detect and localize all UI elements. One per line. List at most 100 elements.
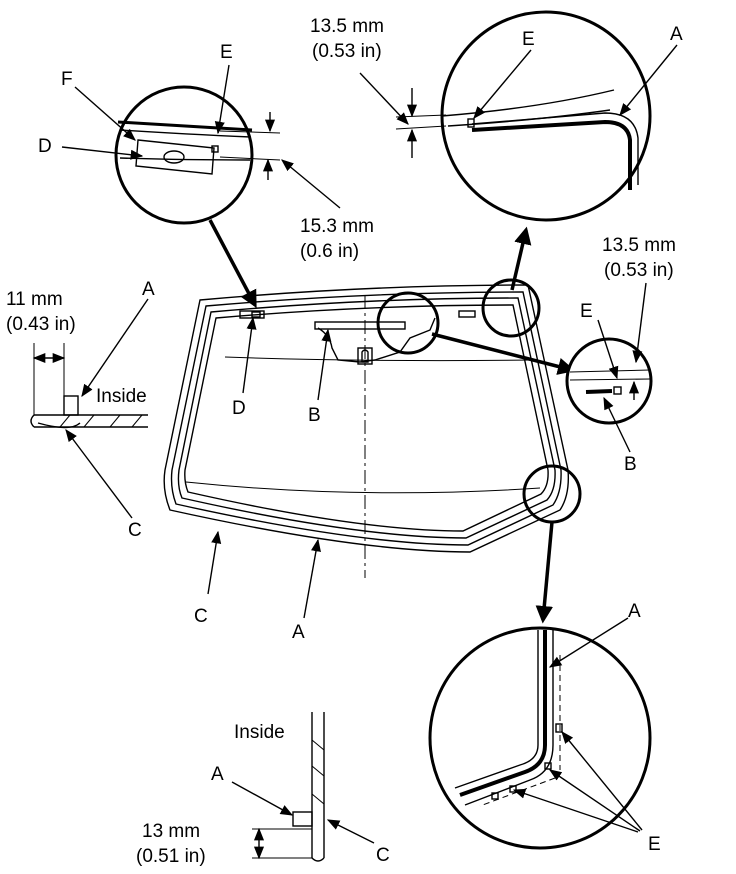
detail-lr-clip-4 bbox=[491, 792, 499, 800]
hatch-2 bbox=[83, 414, 95, 428]
dim-13-5-leader bbox=[359, 72, 409, 125]
leader-c-bottom-section bbox=[326, 819, 375, 844]
dim-13-5-right-in: (0.53 in) bbox=[604, 260, 674, 281]
connector-top-left bbox=[208, 219, 257, 309]
label-d-top-left: D bbox=[38, 136, 52, 157]
label-e-top-left: E bbox=[220, 42, 233, 63]
label-c-left-section: C bbox=[128, 520, 142, 541]
label-f: F bbox=[61, 69, 73, 90]
leader-a-left-section bbox=[81, 298, 149, 398]
callout-top-right-corner bbox=[481, 278, 541, 338]
detail-mr-spacer bbox=[585, 389, 613, 394]
detail-tr-molding-outer bbox=[471, 112, 639, 185]
leader-f bbox=[74, 86, 136, 141]
detail-lr-molding bbox=[459, 630, 547, 797]
label-b-middle-right: B bbox=[624, 454, 637, 475]
windshield-glass-edge bbox=[184, 304, 549, 532]
detail-lr-glass bbox=[454, 630, 539, 789]
leader-e-top-left bbox=[214, 64, 230, 135]
label-a-lower-right: A bbox=[628, 601, 641, 622]
label-c-windshield: C bbox=[194, 606, 208, 627]
leader-b-windshield bbox=[317, 328, 332, 401]
upper-spacer-b bbox=[314, 321, 406, 330]
mirror-mount-outline bbox=[317, 317, 436, 363]
connector-lower-right bbox=[535, 521, 554, 624]
detail-tl-edge-1 bbox=[117, 120, 253, 132]
hatch-b2 bbox=[311, 765, 325, 777]
detail-circle-middle-right-frame bbox=[565, 337, 653, 425]
label-a-top-right: A bbox=[670, 24, 683, 45]
dim-13-5-ext-1 bbox=[395, 114, 447, 118]
section-left-adhesive-c bbox=[37, 422, 81, 429]
hatch-b3 bbox=[311, 793, 325, 805]
leader-e-lower-right-2 bbox=[548, 769, 641, 832]
label-d-windshield: D bbox=[232, 398, 246, 419]
detail-circle-middle-right bbox=[565, 337, 653, 425]
detail-mr-clip bbox=[613, 386, 622, 395]
label-e-lower-right: E bbox=[648, 834, 661, 855]
label-b-windshield: B bbox=[308, 405, 321, 426]
dim-13-mm: 13 mm bbox=[142, 821, 200, 842]
label-a-windshield: A bbox=[292, 622, 305, 643]
leader-e-lower-right-1 bbox=[561, 731, 643, 831]
dim-13-in: (0.51 in) bbox=[136, 846, 206, 867]
leader-a-windshield bbox=[303, 538, 321, 619]
detail-circle-top-right-frame bbox=[440, 10, 652, 222]
leader-e-middle-right bbox=[597, 319, 619, 380]
detail-tr-glass-top bbox=[441, 89, 615, 117]
label-inside-left: Inside bbox=[96, 386, 147, 407]
label-inside-bottom: Inside bbox=[234, 722, 285, 743]
section-left bbox=[30, 343, 148, 429]
detail-lr-molding-outer bbox=[464, 630, 554, 806]
windshield-molding-inner bbox=[177, 297, 556, 539]
leader-a-bottom-section bbox=[231, 781, 294, 816]
section-left-molding-a bbox=[63, 395, 79, 416]
dim-13-5-right-mm: 13.5 mm bbox=[602, 235, 676, 256]
hatch-4 bbox=[131, 414, 143, 428]
leader-c-left-section bbox=[65, 428, 133, 519]
leader-a-top-right bbox=[619, 44, 678, 116]
dim-15-3-in: (0.6 in) bbox=[300, 241, 359, 262]
shade-band-line bbox=[224, 356, 535, 362]
windshield-outer-edge bbox=[163, 284, 570, 553]
hatch-b1 bbox=[311, 739, 325, 751]
leader-e-lower-right-3 bbox=[512, 788, 639, 833]
dim-13-5-right-leader bbox=[632, 282, 647, 364]
label-a-left-section: A bbox=[142, 279, 155, 300]
detail-circle-lower-right bbox=[428, 626, 652, 850]
upper-clip-right bbox=[458, 310, 476, 318]
callout-spacer-b bbox=[376, 291, 440, 355]
detail-mr-line-2 bbox=[569, 378, 651, 381]
dim-15-3-mm: 15.3 mm bbox=[300, 216, 374, 237]
detail-tr-molding bbox=[471, 119, 632, 190]
detail-tl-clip-hole bbox=[163, 150, 185, 164]
detail-lr-clip-1 bbox=[555, 723, 563, 733]
windshield bbox=[163, 284, 570, 578]
label-e-top-right: E bbox=[522, 29, 535, 50]
dim-13-5-ext-2 bbox=[395, 125, 447, 130]
dim-13-5-top-in: (0.53 in) bbox=[312, 41, 382, 62]
label-c-bottom-section: C bbox=[376, 845, 390, 866]
leader-a-lower-right bbox=[548, 617, 629, 668]
section-bottom-molding-a bbox=[292, 811, 313, 827]
leader-c-windshield bbox=[207, 530, 222, 595]
detail-circle-lower-right-frame bbox=[428, 626, 652, 850]
windshield-molding-outer bbox=[170, 291, 562, 546]
section-bottom bbox=[252, 712, 325, 862]
detail-lr-clip-2 bbox=[544, 762, 552, 770]
hatch-3 bbox=[109, 414, 121, 428]
dim-11-mm: 11 mm bbox=[6, 289, 63, 310]
dim-15-3-leader bbox=[281, 159, 341, 209]
detail-circle-top-right bbox=[440, 10, 652, 222]
detail-tl-clip-e bbox=[211, 145, 219, 153]
dim-11-in: (0.43 in) bbox=[6, 314, 76, 335]
label-e-middle-right: E bbox=[580, 301, 593, 322]
section-left-glass-edge bbox=[30, 414, 35, 428]
leader-b-middle-right bbox=[603, 396, 631, 453]
leader-e-top-right bbox=[473, 49, 532, 119]
lower-ceramic-line bbox=[185, 481, 541, 494]
leader-d-windshield bbox=[242, 316, 257, 394]
dim-13-5-top-mm: 13.5 mm bbox=[310, 16, 384, 37]
